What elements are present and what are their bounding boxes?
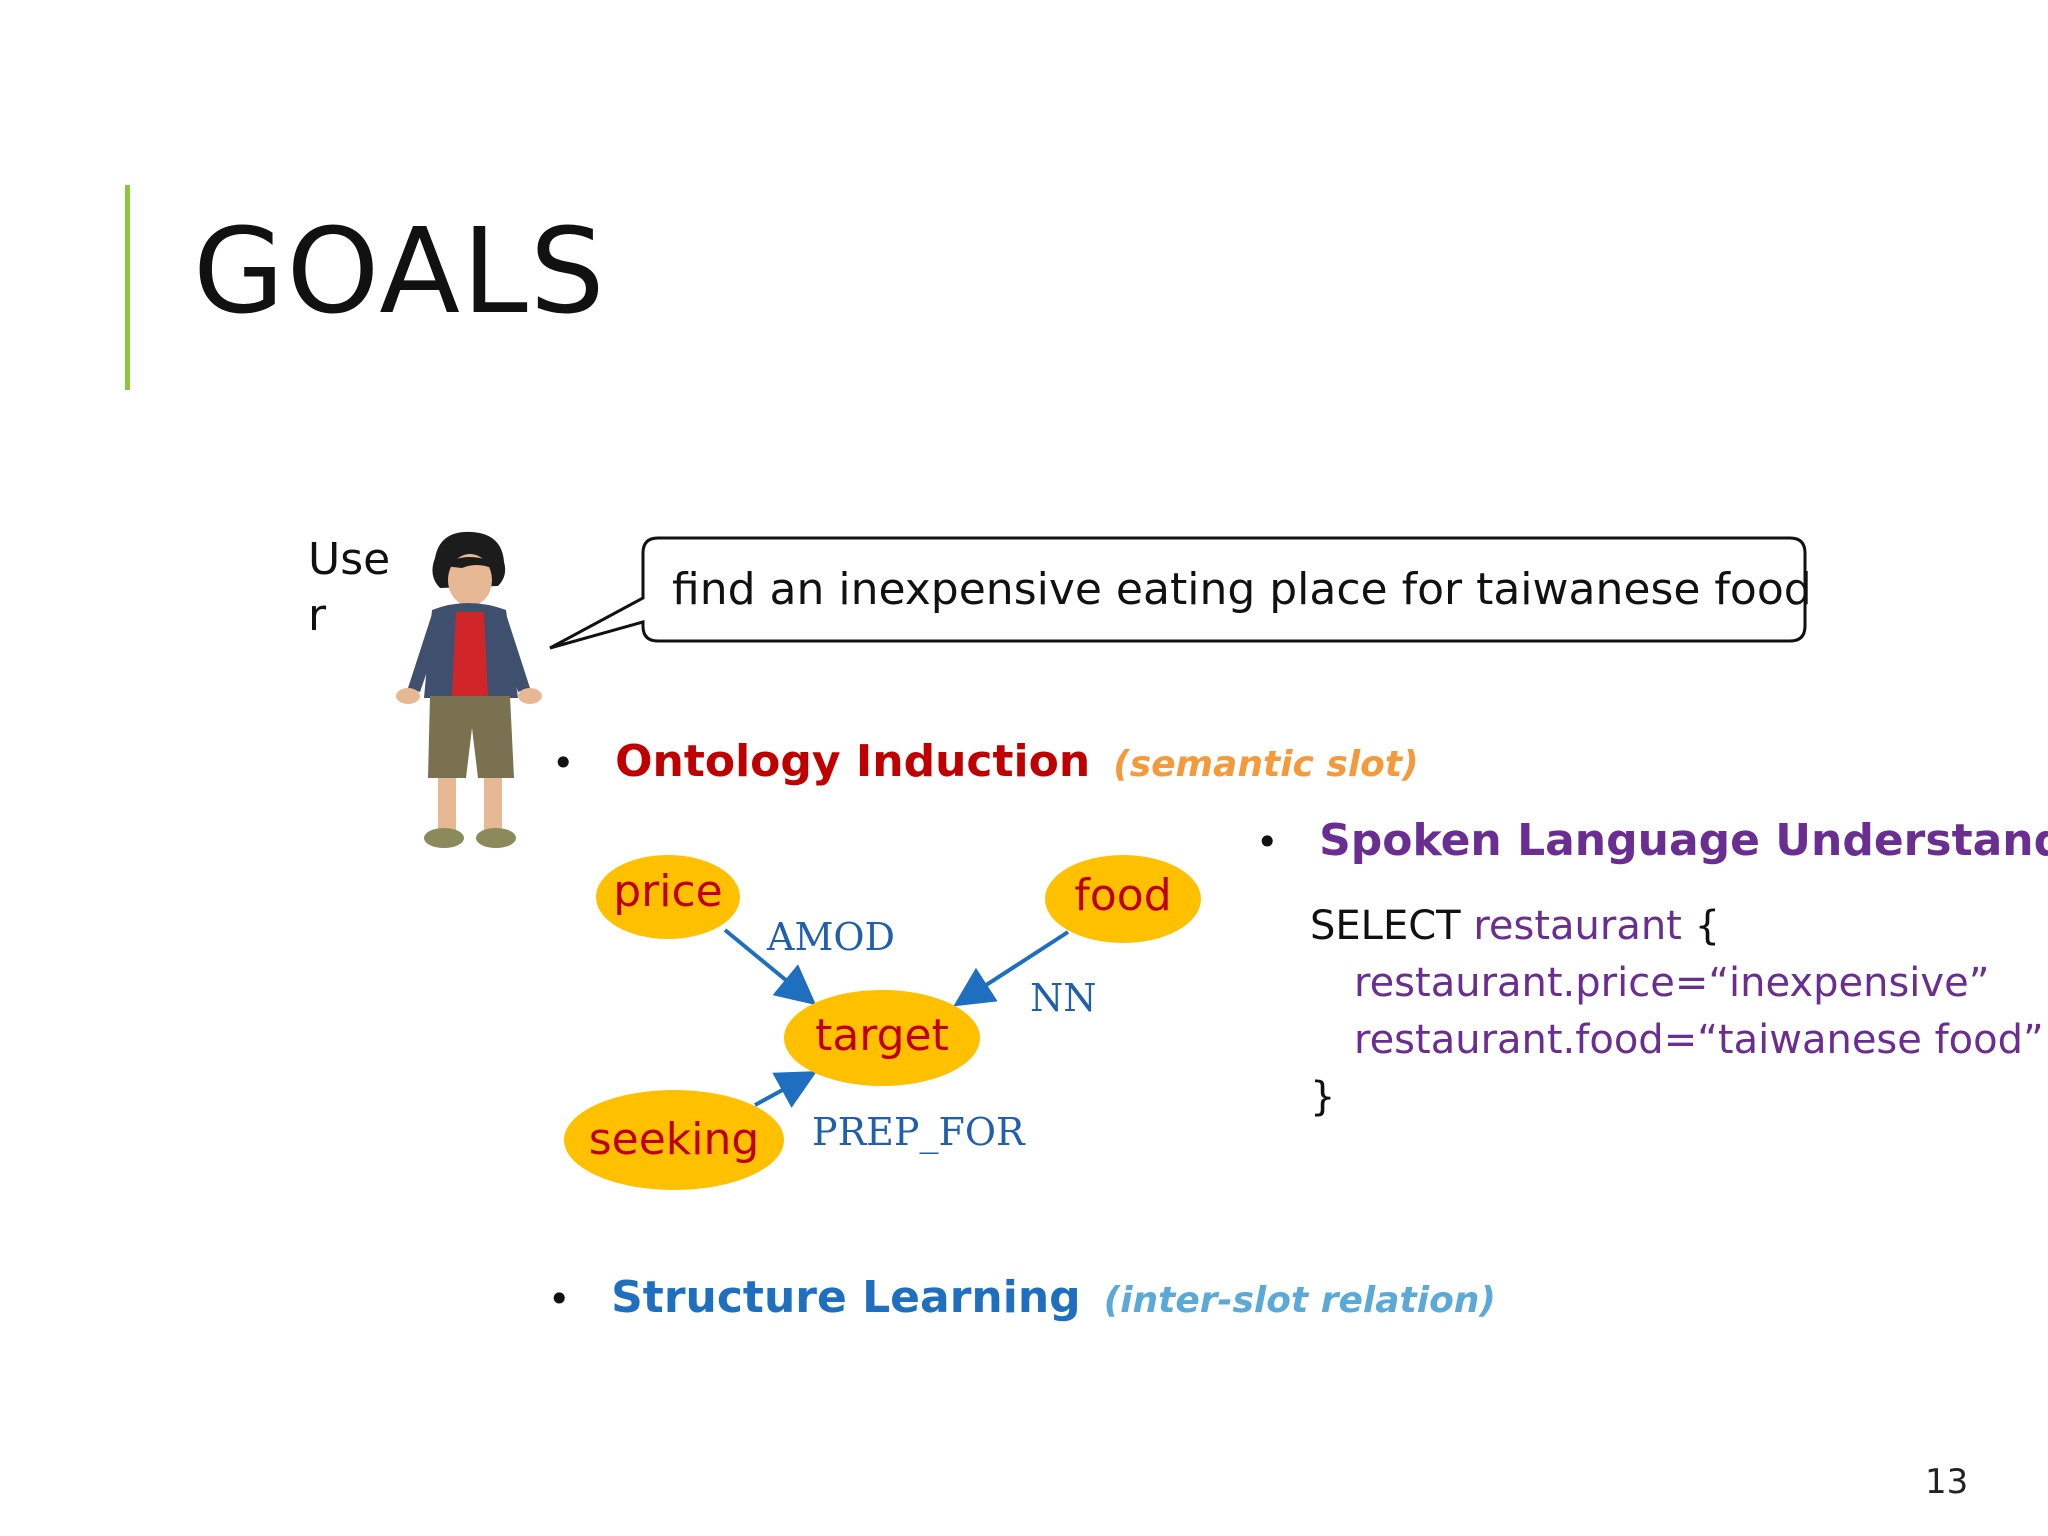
bullet-slu: • Spoken Language Understanding [1256,815,2048,866]
node-seeking-label: seeking [588,1114,760,1165]
bullet-structure-learning: • Structure Learning (inter-slot relatio… [548,1272,1496,1323]
node-target [784,990,980,1086]
sql-line-select: SELECT restaurant { [1310,898,2044,955]
node-food [1045,855,1201,943]
ontology-induction-label: Ontology Induction [615,736,1091,787]
page-number: 13 [1925,1462,1969,1502]
sql-open-brace: { [1694,903,1721,949]
slide-title: GOALS [193,202,607,340]
sql-entity: restaurant [1473,903,1682,949]
node-target-label: target [815,1010,949,1061]
bullet-dot: • [548,1277,571,1321]
speech-text: find an inexpensive eating place for tai… [672,564,1812,615]
sql-line-price: restaurant.price=“inexpensive” [1354,960,1990,1006]
sql-query: SELECT restaurant { restaurant.price=“in… [1310,898,2044,1126]
node-food-label: food [1074,870,1172,921]
slu-label: Spoken Language Understanding [1319,815,2048,866]
edge-prep-for-label: PREP_FOR [812,1110,1025,1154]
bullet-dot: • [552,741,575,785]
sql-close-brace: } [1310,1074,1336,1120]
speech-bubble [549,536,1807,650]
inter-slot-relation-note: (inter-slot relation) [1103,1280,1496,1321]
node-price [596,855,740,939]
sql-select-keyword: SELECT [1310,903,1461,949]
dependency-graph [564,855,1201,1190]
user-avatar-figure [396,531,542,848]
sql-line-food: restaurant.food=“taiwanese food” [1354,1017,2044,1063]
structure-learning-label: Structure Learning [611,1272,1081,1323]
edge-nn-arrow [953,930,1070,1007]
title-accent-bar [125,185,130,390]
edge-amod-label: AMOD [767,915,895,959]
user-label: User [308,534,391,641]
node-price-label: price [613,866,723,917]
edge-nn-label: NN [1030,976,1097,1020]
semantic-slot-note: (semantic slot) [1113,744,1419,785]
edge-amod-arrow [723,928,817,1006]
bullet-dot: • [1256,820,1279,864]
edge-prep-for-arrow [754,1071,818,1108]
bullet-ontology-induction: • Ontology Induction (semantic slot) [552,736,1419,787]
node-seeking [564,1090,784,1190]
